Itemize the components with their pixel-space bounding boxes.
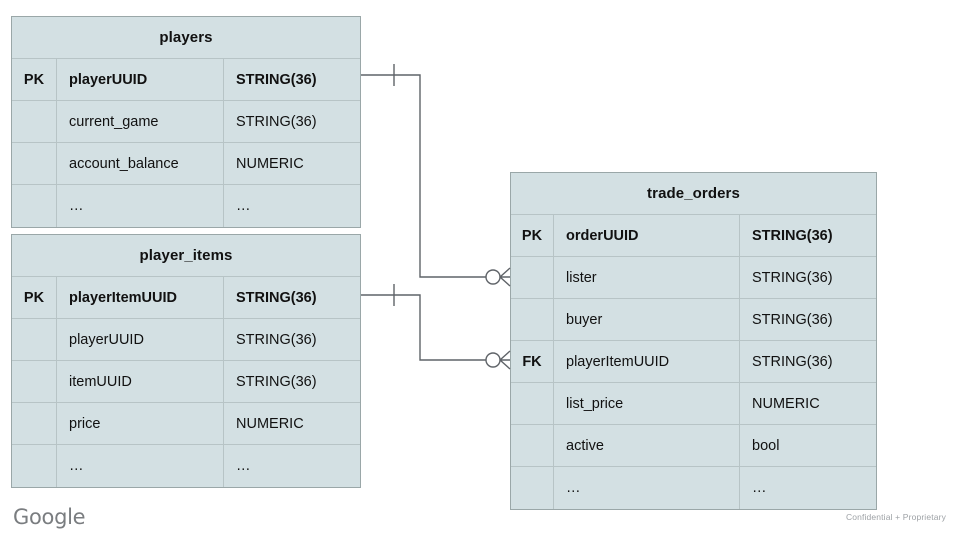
entity-title-trade-orders: trade_orders xyxy=(511,173,876,215)
relationship-players-to-trade-orders-lister xyxy=(361,64,511,287)
table-row[interactable]: lister STRING(36) xyxy=(511,257,876,299)
column-name: orderUUID xyxy=(554,215,740,256)
column-key: PK xyxy=(511,215,554,256)
column-name: lister xyxy=(554,257,740,298)
table-row[interactable]: buyer STRING(36) xyxy=(511,299,876,341)
column-key xyxy=(511,257,554,298)
table-row[interactable]: PK playerUUID STRING(36) xyxy=(12,59,360,101)
column-type: bool xyxy=(752,437,780,454)
column-key-fk: FK xyxy=(511,341,554,382)
entity-table-player-items[interactable]: player_items PK playerItemUUID STRING(36… xyxy=(11,234,361,488)
cardinality-many-marker xyxy=(499,267,511,287)
column-name: … xyxy=(554,467,740,509)
entity-table-players[interactable]: players PK playerUUID STRING(36) current… xyxy=(11,16,361,228)
google-logo: Google xyxy=(13,505,86,529)
column-name: playerItemUUID xyxy=(57,277,224,318)
column-name: playerUUID xyxy=(57,319,224,360)
confidentiality-note: Confidential + Proprietary xyxy=(845,512,946,522)
column-type: STRING(36) xyxy=(752,227,833,244)
table-row[interactable]: playerUUID STRING(36) xyxy=(12,319,360,361)
column-name: … xyxy=(57,445,224,487)
column-type: STRING(36) xyxy=(752,269,833,286)
column-name: active xyxy=(554,425,740,466)
table-row[interactable]: list_price NUMERIC xyxy=(511,383,876,425)
connector-line xyxy=(361,74,487,278)
column-type: STRING(36) xyxy=(236,113,317,130)
column-type: STRING(36) xyxy=(752,311,833,328)
entity-title-players: players xyxy=(12,17,360,59)
column-name: itemUUID xyxy=(57,361,224,402)
column-key xyxy=(12,143,57,184)
entity-table-trade-orders[interactable]: trade_orders PK orderUUID STRING(36) lis… xyxy=(510,172,877,510)
cardinality-zero-marker xyxy=(485,269,501,285)
table-row[interactable]: account_balance NUMERIC xyxy=(12,143,360,185)
column-key xyxy=(12,319,57,360)
column-type: STRING(36) xyxy=(752,353,833,370)
column-name: account_balance xyxy=(57,143,224,184)
column-key xyxy=(511,425,554,466)
column-key xyxy=(511,383,554,424)
cardinality-many-marker xyxy=(499,350,511,370)
entity-title-player-items: player_items xyxy=(12,235,360,277)
table-row[interactable]: price NUMERIC xyxy=(12,403,360,445)
column-name: playerItemUUID xyxy=(554,341,740,382)
table-row[interactable]: … … xyxy=(12,185,360,227)
column-type: … xyxy=(752,480,767,496)
column-type: NUMERIC xyxy=(236,155,304,172)
cardinality-zero-marker xyxy=(485,352,501,368)
column-type: … xyxy=(236,458,251,474)
column-name: list_price xyxy=(554,383,740,424)
column-key xyxy=(511,299,554,340)
column-type: NUMERIC xyxy=(752,395,820,412)
column-name: current_game xyxy=(57,101,224,142)
table-row[interactable]: … … xyxy=(12,445,360,487)
column-type: NUMERIC xyxy=(236,415,304,432)
column-key xyxy=(511,467,554,509)
table-row[interactable]: itemUUID STRING(36) xyxy=(12,361,360,403)
table-row[interactable]: current_game STRING(36) xyxy=(12,101,360,143)
column-name: … xyxy=(57,185,224,227)
column-key: PK xyxy=(12,277,57,318)
table-row[interactable]: PK playerItemUUID STRING(36) xyxy=(12,277,360,319)
column-key: PK xyxy=(12,59,57,100)
column-type: STRING(36) xyxy=(236,289,317,306)
column-type: STRING(36) xyxy=(236,71,317,88)
column-name: buyer xyxy=(554,299,740,340)
column-name: playerUUID xyxy=(57,59,224,100)
column-key xyxy=(12,185,57,227)
table-row[interactable]: active bool xyxy=(511,425,876,467)
connector-line xyxy=(361,294,487,361)
table-row[interactable]: FK playerItemUUID STRING(36) xyxy=(511,341,876,383)
column-type: STRING(36) xyxy=(236,373,317,390)
column-key xyxy=(12,361,57,402)
column-type: … xyxy=(236,198,251,214)
column-key xyxy=(12,101,57,142)
table-row[interactable]: PK orderUUID STRING(36) xyxy=(511,215,876,257)
column-key xyxy=(12,445,57,487)
table-row[interactable]: … … xyxy=(511,467,876,509)
column-name: price xyxy=(57,403,224,444)
relationship-player-items-to-trade-orders xyxy=(361,284,511,370)
column-key xyxy=(12,403,57,444)
column-type: STRING(36) xyxy=(236,331,317,348)
